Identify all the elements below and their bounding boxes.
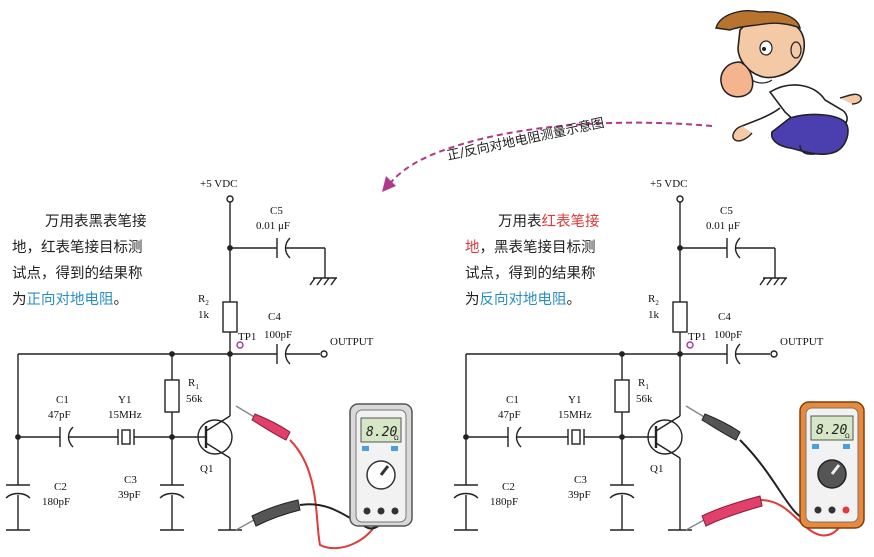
c2-value: 180pF xyxy=(42,496,70,508)
meter-reading-right: 8.20 xyxy=(816,423,847,438)
left-circuit xyxy=(5,195,337,531)
person-cartoon-icon xyxy=(715,10,862,155)
q1-name: Q1 xyxy=(200,463,213,475)
r2-value: 1k xyxy=(198,309,210,321)
c1-value-right: 47pF xyxy=(498,409,521,421)
supply-label-right: +5 VDC xyxy=(650,178,687,190)
c3-value-right: 39pF xyxy=(568,489,591,501)
supply-label: +5 VDC xyxy=(200,178,237,190)
q1-name-right: Q1 xyxy=(650,463,663,475)
right-line-3: 试点，得到的结果称 xyxy=(465,265,596,282)
c4-name-right: C4 xyxy=(718,311,731,323)
meter-unit-right: Ω xyxy=(845,433,850,440)
output-label: OUTPUT xyxy=(330,336,374,348)
c1-value: 47pF xyxy=(48,409,71,421)
output-label-right: OUTPUT xyxy=(780,336,824,348)
probe-icon xyxy=(235,405,301,531)
c5-value: 0.01 μF xyxy=(256,220,290,232)
c5-name-right: C5 xyxy=(720,205,733,217)
c4-value: 100pF xyxy=(264,329,292,341)
c3-name-right: C3 xyxy=(574,474,587,486)
c2-name-right: C2 xyxy=(502,481,515,493)
left-line-2: 地，红表笔接目标测 xyxy=(12,239,143,256)
c2-name: C2 xyxy=(54,481,67,493)
r1-name: R1 xyxy=(188,377,199,391)
meter-reading: 8.20 xyxy=(366,425,397,440)
c2-value-right: 180pF xyxy=(490,496,518,508)
c1-name: C1 xyxy=(56,394,69,406)
right-description: 万用表红表笔接 地，黑表笔接目标测 试点，得到的结果称 为反向对地电阻。 xyxy=(465,213,600,308)
r1-value: 56k xyxy=(186,393,203,405)
multimeter-icon: 8.20 Ω xyxy=(349,403,413,527)
c3-value: 39pF xyxy=(118,489,141,501)
right-line-1: 万用表红表笔接 xyxy=(498,213,600,230)
y1-value: 15MHz xyxy=(108,409,142,421)
y1-name-right: Y1 xyxy=(568,394,581,406)
tp1-label: TP1 xyxy=(238,331,256,343)
multimeter-icon: 8.20 Ω xyxy=(799,401,865,529)
diagram-caption: 正/反向对地电阻测量示意图 xyxy=(446,115,606,164)
meter-unit: Ω xyxy=(394,435,399,442)
left-description: 万用表黑表笔接 地，红表笔接目标测 试点，得到的结果称 为正向对地电阻。 xyxy=(12,213,147,308)
right-circuit xyxy=(453,195,787,531)
right-circuit-labels: +5 VDC C5 0.01 μF R2 1k C4 100pF TP1 OUT… xyxy=(490,178,824,508)
c1-name-right: C1 xyxy=(506,394,519,406)
y1-value-right: 15MHz xyxy=(558,409,592,421)
c4-value-right: 100pF xyxy=(714,329,742,341)
right-line-4: 为反向对地电阻。 xyxy=(465,291,581,308)
right-line-2: 地，黑表笔接目标测 xyxy=(465,239,596,256)
tp1-label-right: TP1 xyxy=(688,331,706,343)
c4-name: C4 xyxy=(268,311,281,323)
probe-icon xyxy=(685,405,763,531)
c5-value-right: 0.01 μF xyxy=(706,220,740,232)
left-circuit-labels: +5 VDC C5 0.01 μF R2 1k C4 100pF TP1 OUT… xyxy=(42,178,374,508)
left-line-4: 为正向对地电阻。 xyxy=(12,291,128,308)
r2-name: R2 xyxy=(198,293,209,307)
left-line-3: 试点，得到的结果称 xyxy=(12,265,143,282)
y1-name: Y1 xyxy=(118,394,131,406)
r1-value-right: 56k xyxy=(636,393,653,405)
c5-name: C5 xyxy=(270,205,283,217)
pointer-arrow xyxy=(387,121,713,187)
r2-name-right: R2 xyxy=(648,293,659,307)
r2-value-right: 1k xyxy=(648,309,660,321)
c3-name: C3 xyxy=(124,474,137,486)
pointer-arrowhead xyxy=(382,176,396,192)
left-line-1: 万用表黑表笔接 xyxy=(45,213,147,230)
r1-name-right: R1 xyxy=(638,377,649,391)
